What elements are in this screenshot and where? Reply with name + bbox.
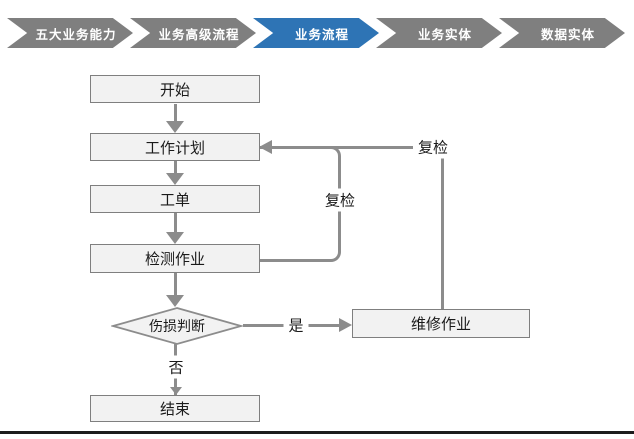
nav-step-business-process[interactable]: 业务流程 [253,18,379,48]
nav-step-label: 数据实体 [540,27,595,42]
connector-inspection-to-decision [174,272,177,296]
connector-order-to-inspection [174,212,177,233]
connector-plan-to-order [174,160,177,174]
node-end: 结束 [90,395,260,422]
connector-repair-recheck [441,147,444,309]
node-decision-label: 伤损判断 [149,318,205,334]
connector-recheck-horizontal [272,146,443,149]
arrowhead-down-icon [166,121,184,133]
nav-step-data-entity[interactable]: 数据实体 [499,18,625,48]
connector-start-to-plan [174,104,177,122]
node-work-order: 工单 [90,185,260,213]
nav-step-five-capabilities[interactable]: 五大业务能力 [7,18,133,48]
bottom-divider [0,431,634,434]
edge-label-yes: 是 [283,313,309,337]
node-decision-diamond [109,307,245,345]
node-start: 开始 [90,75,260,103]
node-label: 维修作业 [410,316,471,333]
node-label: 工单 [159,191,190,209]
nav-step-label: 五大业务能力 [35,27,117,42]
nav-step-high-level-process[interactable]: 业务高级流程 [130,18,256,48]
node-label: 开始 [159,81,190,99]
node-repair: 维修作业 [352,309,530,338]
arrowhead-down-icon [166,173,184,185]
node-inspection: 检测作业 [90,244,260,273]
arrowhead-down-icon [166,232,184,244]
edge-label-recheck-mid: 复检 [319,188,361,212]
arrowhead-right-icon [339,318,352,332]
arrowhead-down-small-icon [170,387,182,395]
arrowhead-left-icon [259,140,272,154]
diamond-shape-icon [109,307,245,345]
node-label: 结束 [159,401,190,418]
node-label: 工作计划 [144,139,205,157]
nav-step-label: 业务实体 [417,27,472,42]
node-label: 检测作业 [144,251,205,268]
arrowhead-down-icon [166,295,184,307]
nav-step-business-entity[interactable]: 业务实体 [376,18,502,48]
edge-label-recheck-right: 复检 [412,135,454,159]
nav-step-label: 业务高级流程 [158,27,240,42]
edge-label-no: 否 [163,355,189,379]
node-work-plan: 工作计划 [90,133,260,161]
nav-step-label: 业务流程 [294,27,349,42]
